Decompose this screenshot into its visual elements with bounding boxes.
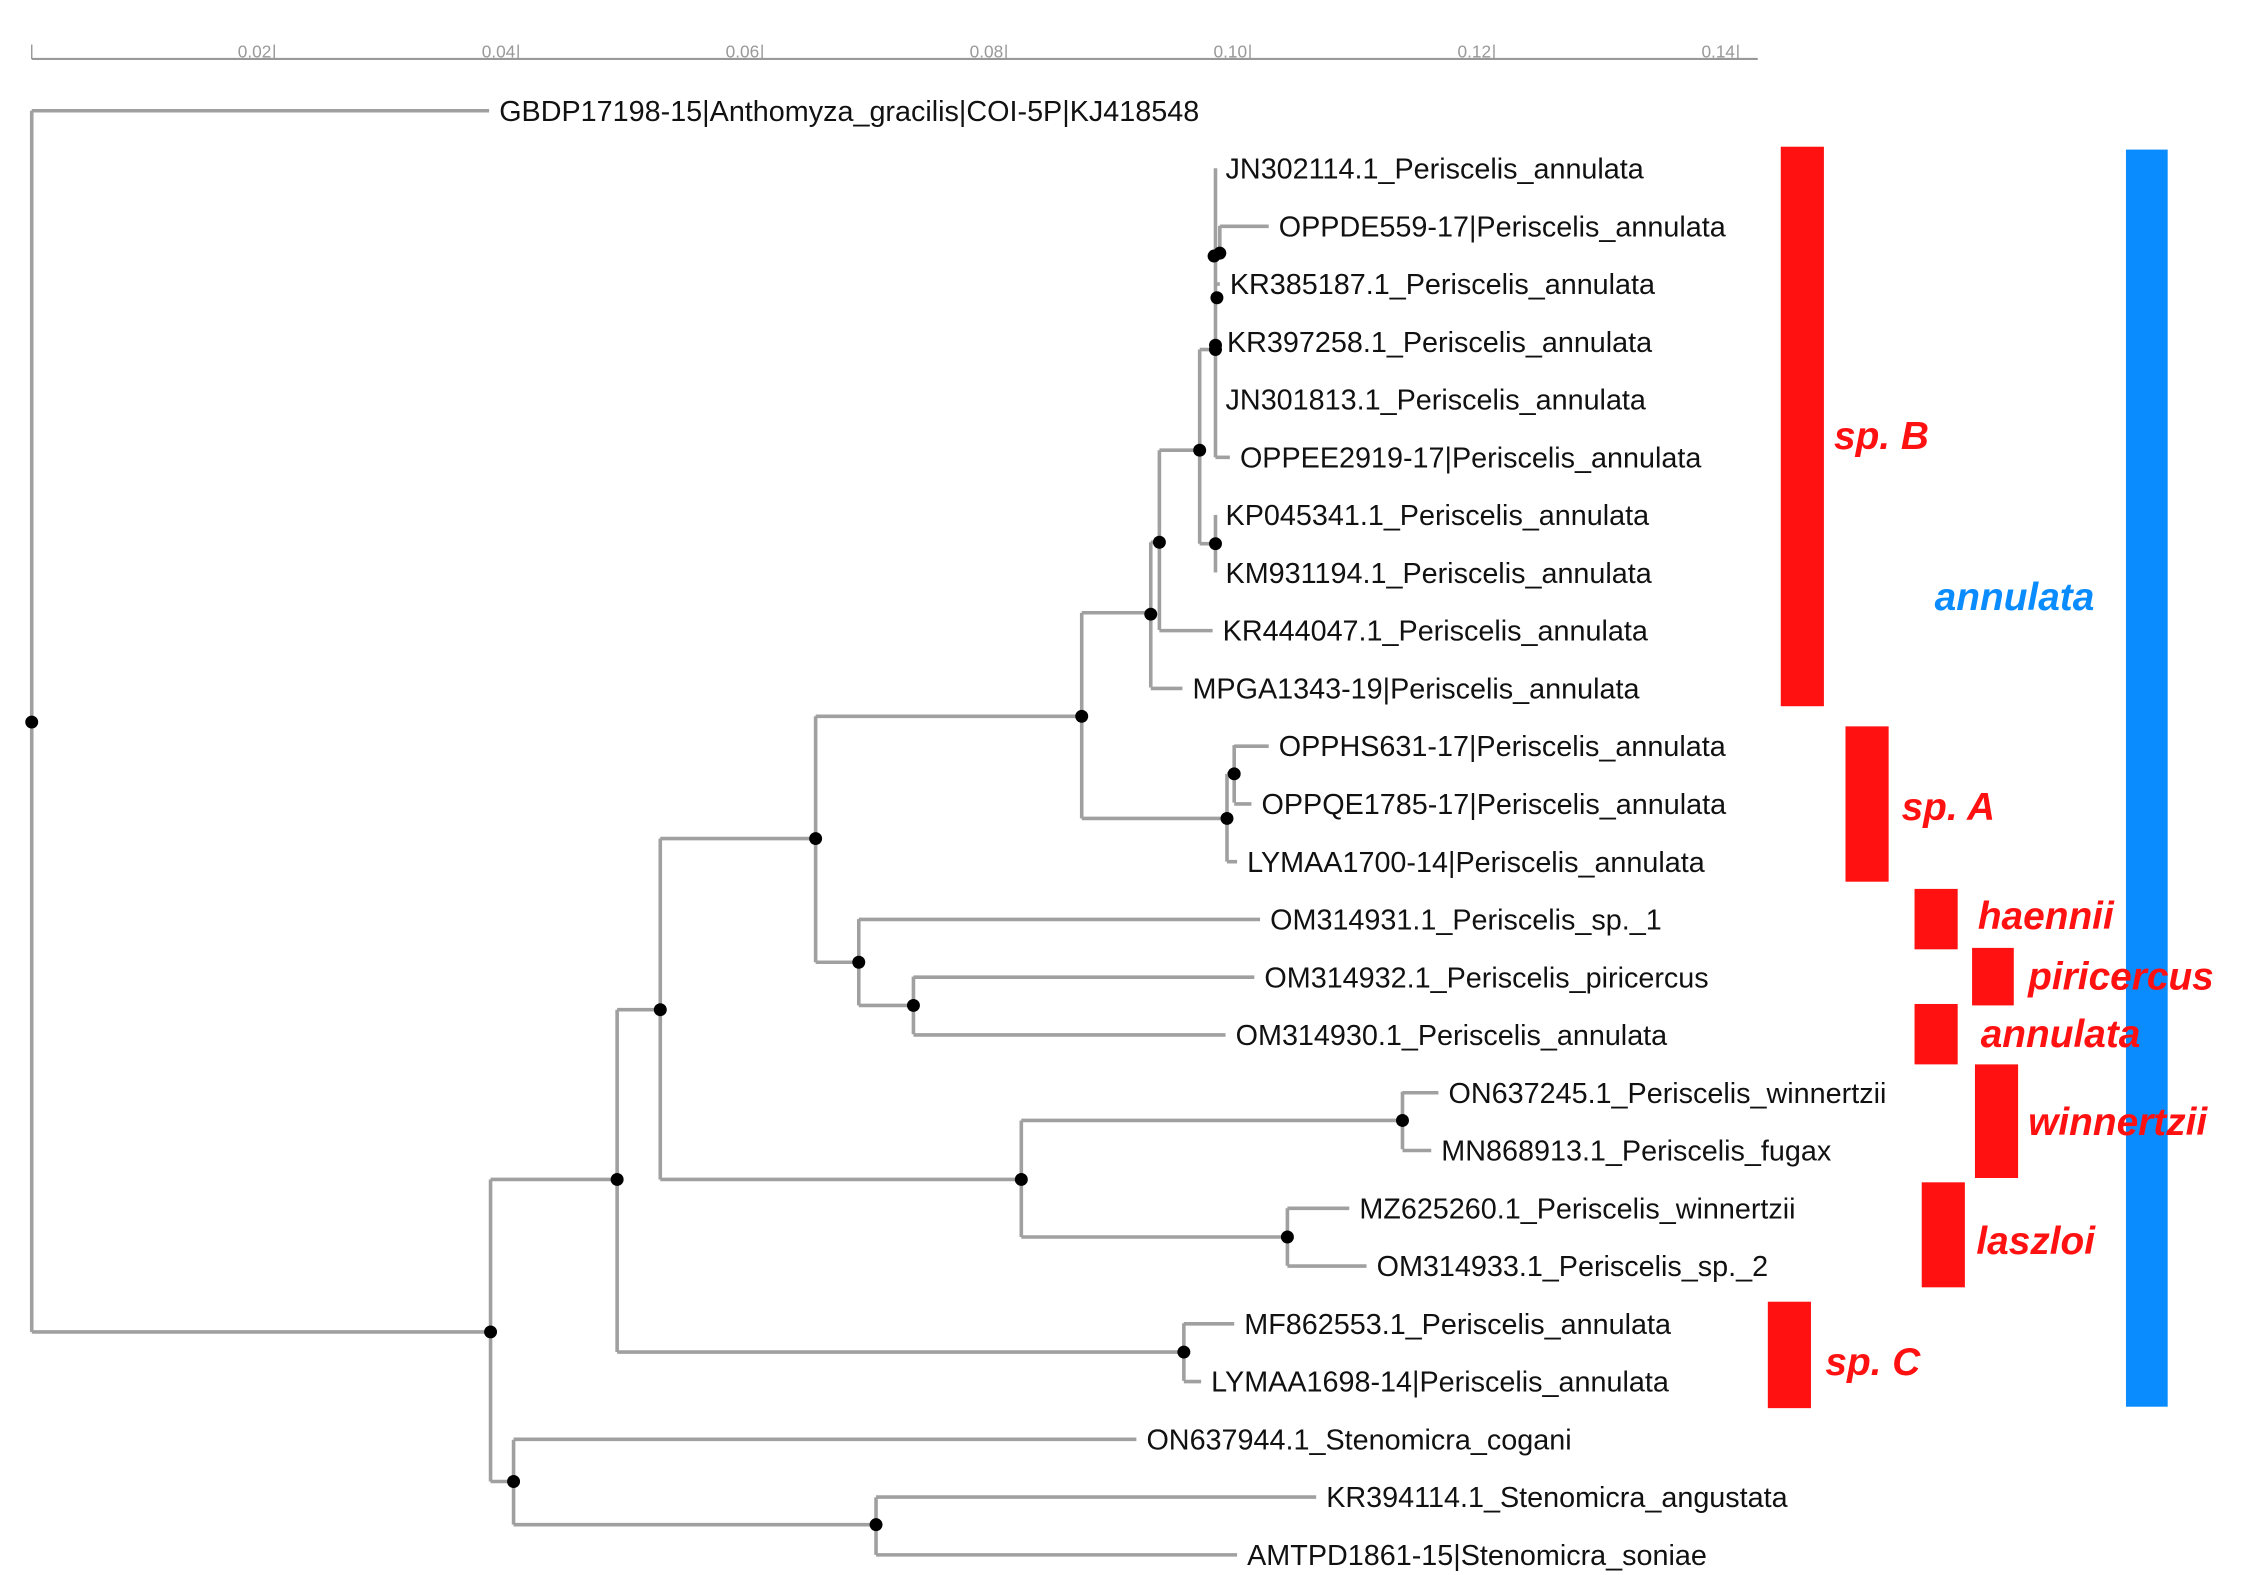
leaf-label: OPPDE559-17|Periscelis_annulata bbox=[1279, 211, 1726, 243]
clade-label: sp. A bbox=[1902, 786, 1996, 829]
leaf-label: OM314932.1_Periscelis_piricercus bbox=[1264, 962, 1708, 994]
leaf-label: KR397258.1_Periscelis_annulata bbox=[1227, 327, 1652, 359]
nodes bbox=[25, 246, 1409, 1532]
leaf-label: OM314933.1_Periscelis_sp._2 bbox=[1377, 1251, 1769, 1283]
node-dot bbox=[25, 715, 39, 729]
leaf-label: JN302114.1_Periscelis_annulata bbox=[1226, 154, 1644, 186]
clade-label: sp. C bbox=[1825, 1341, 1921, 1384]
node-dot bbox=[1209, 338, 1222, 352]
leaf-label: OPPHS631-17|Periscelis_annulata bbox=[1279, 731, 1726, 763]
clade-label: sp. B bbox=[1834, 415, 1929, 458]
branches bbox=[29, 108, 1439, 1557]
leaf-label: GBDP17198-15|Anthomyza_gracilis|COI-5P|K… bbox=[499, 96, 1199, 128]
clade-label: winnertzii bbox=[2028, 1101, 2208, 1144]
clade-bar bbox=[1921, 1182, 1965, 1288]
node-dot bbox=[1177, 1345, 1191, 1359]
axis-tick-label: 0.12 bbox=[1458, 42, 1492, 62]
node-dot bbox=[1210, 291, 1224, 305]
leaf-label: KR394114.1_Stenomicra_angustata bbox=[1326, 1482, 1787, 1514]
leaf-label: OM314931.1_Periscelis_sp._1 bbox=[1270, 905, 1662, 937]
leaf-label: KR444047.1_Periscelis_annulata bbox=[1223, 616, 1648, 648]
clade-bars bbox=[1767, 146, 2168, 1409]
axis-tick-label: 0.14 bbox=[1701, 42, 1735, 62]
leaf-label: ON637944.1_Stenomicra_cogani bbox=[1146, 1424, 1571, 1456]
node-dot bbox=[852, 955, 866, 969]
clade-bar bbox=[1914, 1003, 1958, 1065]
clade-label: haennii bbox=[1978, 895, 2115, 938]
clade-label: annulata bbox=[1981, 1013, 2141, 1056]
axis-tick-label: 0.02 bbox=[238, 42, 272, 62]
clade-bar bbox=[1974, 1064, 2019, 1179]
axis-tick-label: 0.08 bbox=[970, 42, 1004, 62]
node-dot bbox=[1193, 443, 1207, 457]
node-dot bbox=[1152, 535, 1166, 549]
node-dot bbox=[484, 1325, 498, 1339]
leaf-label: KM931194.1_Periscelis_annulata bbox=[1226, 558, 1652, 590]
node-dot bbox=[610, 1172, 624, 1186]
node-dot bbox=[653, 1003, 667, 1017]
node-dot bbox=[1144, 607, 1158, 621]
clade-label: piricercus bbox=[2027, 956, 2214, 999]
leaf-labels: GBDP17198-15|Anthomyza_gracilis|COI-5P|K… bbox=[499, 96, 1886, 1572]
node-dot bbox=[809, 832, 823, 846]
leaf-label: MF862553.1_Periscelis_annulata bbox=[1244, 1309, 1671, 1341]
leaf-label: OM314930.1_Periscelis_annulata bbox=[1236, 1020, 1668, 1052]
clade-bar bbox=[1780, 146, 1824, 707]
leaf-label: AMTPD1861-15|Stenomicra_soniae bbox=[1247, 1540, 1707, 1572]
clade-bar bbox=[1914, 888, 1958, 950]
axis-tick-label: 0.04 bbox=[482, 42, 516, 62]
leaf-label: OPPQE1785-17|Periscelis_annulata bbox=[1262, 789, 1727, 821]
clade-label: annulata bbox=[1935, 576, 2095, 619]
leaf-label: ON637245.1_Periscelis_winnertzii bbox=[1449, 1078, 1887, 1110]
scale-axis: 0.02 0.04 0.06 0.08 0.10 0.12 0.14 bbox=[31, 42, 1758, 62]
clade-label: laszloi bbox=[1976, 1220, 2096, 1263]
leaf-label: LYMAA1700-14|Periscelis_annulata bbox=[1247, 847, 1705, 879]
node-dot bbox=[1280, 1230, 1294, 1244]
axis-tick-label: 0.10 bbox=[1214, 42, 1248, 62]
node-dot bbox=[1209, 537, 1222, 551]
node-dot bbox=[1075, 709, 1089, 723]
leaf-label: KR385187.1_Periscelis_annulata bbox=[1230, 269, 1655, 301]
clade-labels: sp. B sp. A haennii piricercus annulata winne… bbox=[1825, 415, 2213, 1384]
node-dot bbox=[869, 1518, 883, 1532]
node-dot bbox=[906, 998, 920, 1012]
node-dot bbox=[1227, 767, 1241, 781]
leaf-label: MPGA1343-19|Periscelis_annulata bbox=[1192, 673, 1639, 705]
clade-bar bbox=[1972, 947, 2014, 1006]
node-dot bbox=[507, 1475, 521, 1488]
node-dot bbox=[1220, 811, 1234, 825]
leaf-label: KP045341.1_Periscelis_annulata bbox=[1226, 500, 1650, 532]
node-dot bbox=[1014, 1172, 1028, 1186]
axis-tick-label: 0.06 bbox=[726, 42, 760, 62]
node-dot bbox=[1213, 246, 1227, 260]
leaf-label: MZ625260.1_Periscelis_winnertzii bbox=[1359, 1193, 1795, 1225]
leaf-label: LYMAA1698-14|Periscelis_annulata bbox=[1211, 1367, 1669, 1399]
clade-bar bbox=[2125, 149, 2168, 1407]
clade-bar bbox=[1845, 726, 1889, 882]
leaf-label: OPPEE2919-17|Periscelis_annulata bbox=[1240, 442, 1701, 474]
node-dot bbox=[1396, 1114, 1409, 1127]
clade-bar bbox=[1767, 1301, 1811, 1409]
leaf-label: JN301813.1_Periscelis_annulata bbox=[1226, 385, 1646, 417]
leaf-label: MN868913.1_Periscelis_fugax bbox=[1441, 1136, 1832, 1168]
